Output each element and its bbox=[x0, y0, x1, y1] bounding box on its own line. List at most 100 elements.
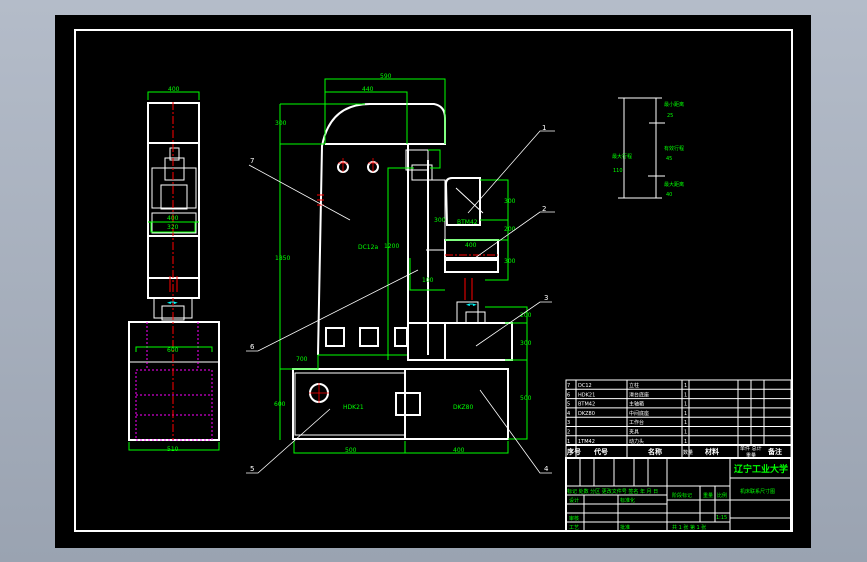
svg-text:25: 25 bbox=[667, 113, 673, 119]
svg-text:阶段标记: 阶段标记 bbox=[672, 492, 692, 499]
svg-text:DC12a: DC12a bbox=[358, 244, 378, 251]
svg-text:标记 处数 分区 更改文件号 签名 年 月 日: 标记 处数 分区 更改文件号 签名 年 月 日 bbox=[567, 488, 658, 495]
parts-cell-qty: 1 bbox=[684, 383, 687, 389]
svg-text:DKZ80: DKZ80 bbox=[453, 404, 473, 411]
svg-text:300: 300 bbox=[434, 217, 446, 224]
parts-cell-qty: 1 bbox=[684, 402, 687, 408]
svg-text:4: 4 bbox=[544, 465, 549, 473]
svg-text:3: 3 bbox=[544, 294, 548, 302]
parts-cell-code: DKZ80 bbox=[578, 411, 595, 417]
svg-text:机床联系尺寸图: 机床联系尺寸图 bbox=[740, 488, 775, 495]
svg-text:重量: 重量 bbox=[746, 452, 756, 459]
svg-text:工艺: 工艺 bbox=[569, 525, 579, 531]
svg-text:300: 300 bbox=[275, 120, 287, 127]
svg-text:6: 6 bbox=[250, 343, 255, 351]
svg-text:300: 300 bbox=[520, 340, 532, 347]
parts-cell-qty: 1 bbox=[684, 439, 687, 445]
svg-text:510: 510 bbox=[167, 446, 179, 453]
parts-cell-code: HDK21 bbox=[578, 392, 595, 398]
svg-text:500: 500 bbox=[345, 447, 357, 454]
svg-text:400: 400 bbox=[465, 242, 477, 249]
parts-cell-name: 滑台底座 bbox=[629, 391, 649, 398]
svg-text:300: 300 bbox=[504, 258, 516, 265]
parts-cell-no: 4 bbox=[567, 411, 570, 417]
svg-text:40: 40 bbox=[666, 192, 672, 198]
parts-cell-qty: 1 bbox=[684, 411, 687, 417]
svg-text:序号: 序号 bbox=[566, 447, 581, 456]
svg-text:批准: 批准 bbox=[620, 524, 630, 531]
parts-cell-name: 主轴箱 bbox=[629, 401, 644, 408]
parts-cell-qty: 1 bbox=[684, 392, 687, 398]
svg-text:标准化: 标准化 bbox=[620, 497, 635, 504]
svg-text:200: 200 bbox=[520, 312, 532, 319]
side-view: ◄═► bbox=[128, 102, 220, 441]
svg-text:BTM42: BTM42 bbox=[457, 219, 478, 226]
svg-text:最大距离: 最大距离 bbox=[664, 181, 684, 188]
parts-cell-code: BTM42 bbox=[578, 402, 595, 408]
svg-text:1: 1 bbox=[542, 124, 546, 132]
parts-cell-no: 6 bbox=[567, 392, 570, 398]
svg-text:辽宁工业大学: 辽宁工业大学 bbox=[734, 463, 788, 475]
svg-text:最大行程: 最大行程 bbox=[612, 153, 632, 160]
svg-text:500: 500 bbox=[520, 395, 532, 402]
svg-text:440: 440 bbox=[362, 86, 374, 93]
svg-text:HDK21: HDK21 bbox=[343, 404, 364, 411]
svg-text:5: 5 bbox=[250, 465, 254, 473]
parts-cell-no: 3 bbox=[567, 420, 570, 426]
svg-text:400: 400 bbox=[168, 86, 180, 93]
svg-text:600: 600 bbox=[274, 401, 286, 408]
parts-cell-qty: 1 bbox=[684, 420, 687, 426]
parts-cell-no: 2 bbox=[567, 430, 570, 436]
svg-text:300: 300 bbox=[504, 198, 516, 205]
front-view-dimensions: 590 440 300 1850 1200 300 200 300 400 30… bbox=[274, 73, 532, 454]
svg-text:数量: 数量 bbox=[683, 449, 693, 456]
parts-cell-name: 夹具 bbox=[629, 429, 639, 436]
svg-text:审核: 审核 bbox=[569, 515, 579, 522]
svg-text:200: 200 bbox=[504, 226, 516, 233]
svg-text:7: 7 bbox=[250, 157, 254, 165]
travel-diagram: 最大行程 110 最小距离 25 有效行程 45 最大距离 40 bbox=[612, 97, 684, 199]
svg-text:设计: 设计 bbox=[569, 497, 579, 504]
parts-cell-name: 中间底座 bbox=[629, 410, 649, 417]
svg-text:400: 400 bbox=[167, 215, 179, 222]
parts-cell-no: 5 bbox=[567, 402, 570, 408]
svg-text:100: 100 bbox=[422, 277, 434, 284]
svg-text:45: 45 bbox=[666, 156, 672, 162]
svg-text:备注: 备注 bbox=[767, 447, 782, 456]
svg-text:700: 700 bbox=[296, 356, 308, 363]
svg-text:320: 320 bbox=[167, 224, 179, 231]
title-block: 标记 处数 分区 更改文件号 签名 年 月 日 设计 标准化 审核 工艺 批准 … bbox=[565, 457, 792, 532]
svg-text:590: 590 bbox=[380, 73, 392, 80]
parts-cell-no: 7 bbox=[567, 383, 570, 389]
svg-text:单件 总计: 单件 总计 bbox=[740, 445, 762, 452]
svg-text:600: 600 bbox=[167, 347, 179, 354]
svg-text:最小距离: 最小距离 bbox=[664, 101, 684, 108]
front-view: ◄═► bbox=[292, 103, 513, 440]
parts-cell-name: 工作台 bbox=[629, 419, 644, 426]
svg-text:比例: 比例 bbox=[717, 492, 727, 499]
svg-text:110: 110 bbox=[613, 168, 623, 174]
parts-cell-name: 动力头 bbox=[629, 438, 644, 445]
svg-text:代号: 代号 bbox=[593, 447, 608, 456]
svg-text:材料: 材料 bbox=[704, 447, 719, 456]
svg-text:1:15: 1:15 bbox=[716, 515, 727, 521]
drawing-border bbox=[74, 29, 793, 532]
svg-text:名称: 名称 bbox=[648, 447, 662, 456]
svg-text:◄═►: ◄═► bbox=[167, 300, 178, 306]
svg-text:重量: 重量 bbox=[703, 492, 713, 499]
side-view-dimensions: 400 400 320 600 510 bbox=[128, 86, 220, 453]
svg-text:共 1 张 第 1 张: 共 1 张 第 1 张 bbox=[672, 524, 706, 531]
parts-cell-qty: 1 bbox=[684, 430, 687, 436]
parts-cell-code: 1TM42 bbox=[578, 439, 595, 445]
svg-text:◄═►: ◄═► bbox=[466, 302, 477, 308]
front-view-labels: DC12a BTM42 HDK21 DKZ80 bbox=[343, 219, 478, 411]
parts-cell-no: 1 bbox=[567, 439, 570, 445]
callout-leaders: 1 2 3 4 5 6 7 bbox=[246, 124, 555, 474]
svg-text:1200: 1200 bbox=[384, 243, 399, 250]
svg-text:有效行程: 有效行程 bbox=[664, 145, 684, 152]
svg-text:400: 400 bbox=[453, 447, 465, 454]
svg-text:1850: 1850 bbox=[275, 255, 290, 262]
